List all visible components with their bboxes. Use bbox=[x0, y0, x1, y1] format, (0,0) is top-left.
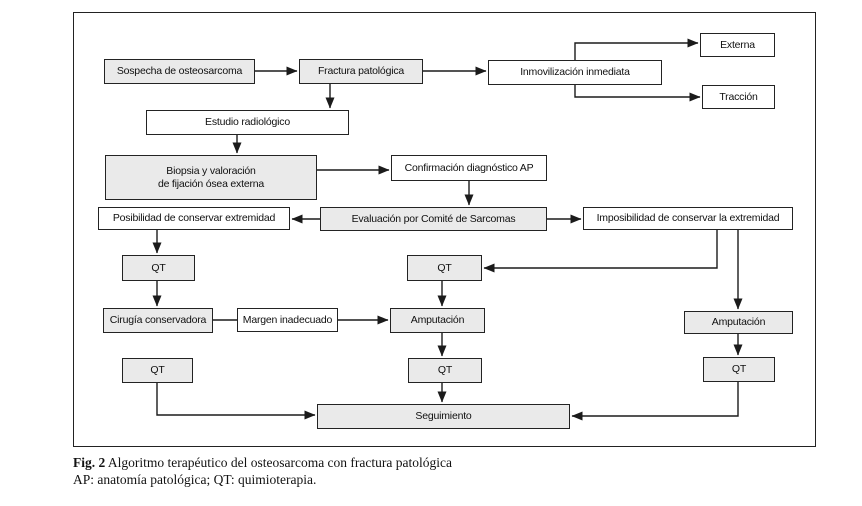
flow-node-externa: Externa bbox=[700, 33, 775, 57]
caption-line-1: Fig. 2 Algoritmo terapéutico del osteosa… bbox=[73, 455, 633, 472]
flow-node-qt-left-2: QT bbox=[122, 358, 193, 383]
flow-node-traccion: Tracción bbox=[702, 85, 775, 109]
flow-node-qt-left-1: QT bbox=[122, 255, 195, 281]
flow-node-inmovilizacion: Inmovilización inmediata bbox=[488, 60, 662, 85]
flow-node-confirmacion: Confirmación diagnóstico AP bbox=[391, 155, 547, 181]
flow-node-amputacion-mid: Amputación bbox=[390, 308, 485, 333]
flow-node-estudio: Estudio radiológico bbox=[146, 110, 349, 135]
flow-node-cirugia: Cirugía conservadora bbox=[103, 308, 213, 333]
figure-label: Fig. 2 bbox=[73, 455, 106, 470]
flow-node-sospecha: Sospecha de osteosarcoma bbox=[104, 59, 255, 84]
flow-node-evaluacion: Evaluación por Comité de Sarcomas bbox=[320, 207, 547, 231]
flow-node-qt-mid-2: QT bbox=[408, 358, 482, 383]
flow-node-imposibilidad: Imposibilidad de conservar la extremidad bbox=[583, 207, 793, 230]
flow-node-margen: Margen inadecuado bbox=[237, 308, 338, 332]
flow-node-fractura: Fractura patológica bbox=[299, 59, 423, 84]
flow-node-amputacion-right: Amputación bbox=[684, 311, 793, 334]
figure-caption: Fig. 2 Algoritmo terapéutico del osteosa… bbox=[73, 455, 633, 488]
caption-abbreviations: AP: anatomía patológica; QT: quimioterap… bbox=[73, 471, 317, 487]
flow-node-qt-right: QT bbox=[703, 357, 775, 382]
caption-title: Algoritmo terapéutico del osteosarcoma c… bbox=[105, 455, 452, 470]
flow-node-seguimiento: Seguimiento bbox=[317, 404, 570, 429]
flow-node-posibilidad: Posibilidad de conservar extremidad bbox=[98, 207, 290, 230]
flow-node-qt-mid-1: QT bbox=[407, 255, 482, 281]
flow-node-biopsia: Biopsia y valoración de fijación ósea ex… bbox=[105, 155, 317, 200]
